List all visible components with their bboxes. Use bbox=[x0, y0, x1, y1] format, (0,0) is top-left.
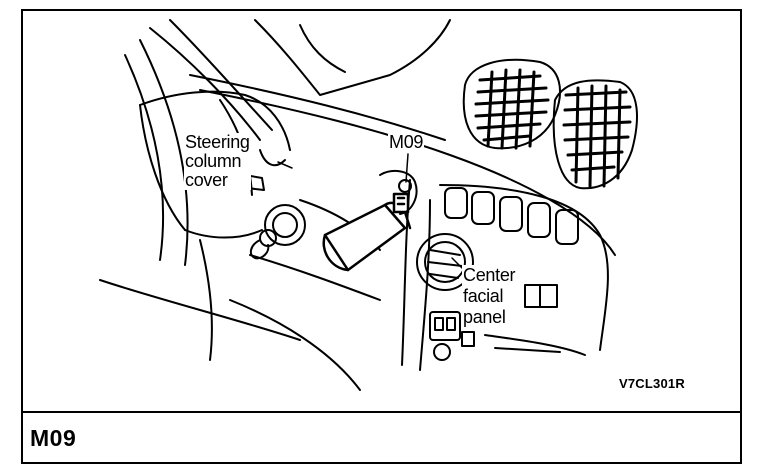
section-title: M09 bbox=[30, 425, 77, 451]
dashboard-illustration bbox=[99, 19, 638, 391]
caption-divider bbox=[21, 411, 742, 413]
label-steering-line-3: cover bbox=[185, 170, 228, 190]
figure-code: V7CL301R bbox=[619, 376, 685, 391]
label-steering-column-cover: Steering column cover bbox=[184, 133, 251, 190]
label-panel-line-2: facial bbox=[463, 286, 504, 306]
label-connector-m09: M09 bbox=[388, 132, 425, 152]
label-steering-line-2: column bbox=[185, 151, 242, 171]
label-center-facial-panel: Center facial panel bbox=[462, 265, 517, 328]
label-panel-line-3: panel bbox=[463, 307, 506, 327]
label-panel-line-1: Center bbox=[463, 265, 516, 285]
label-steering-line-1: Steering bbox=[185, 132, 250, 152]
figure-frame bbox=[21, 9, 742, 464]
